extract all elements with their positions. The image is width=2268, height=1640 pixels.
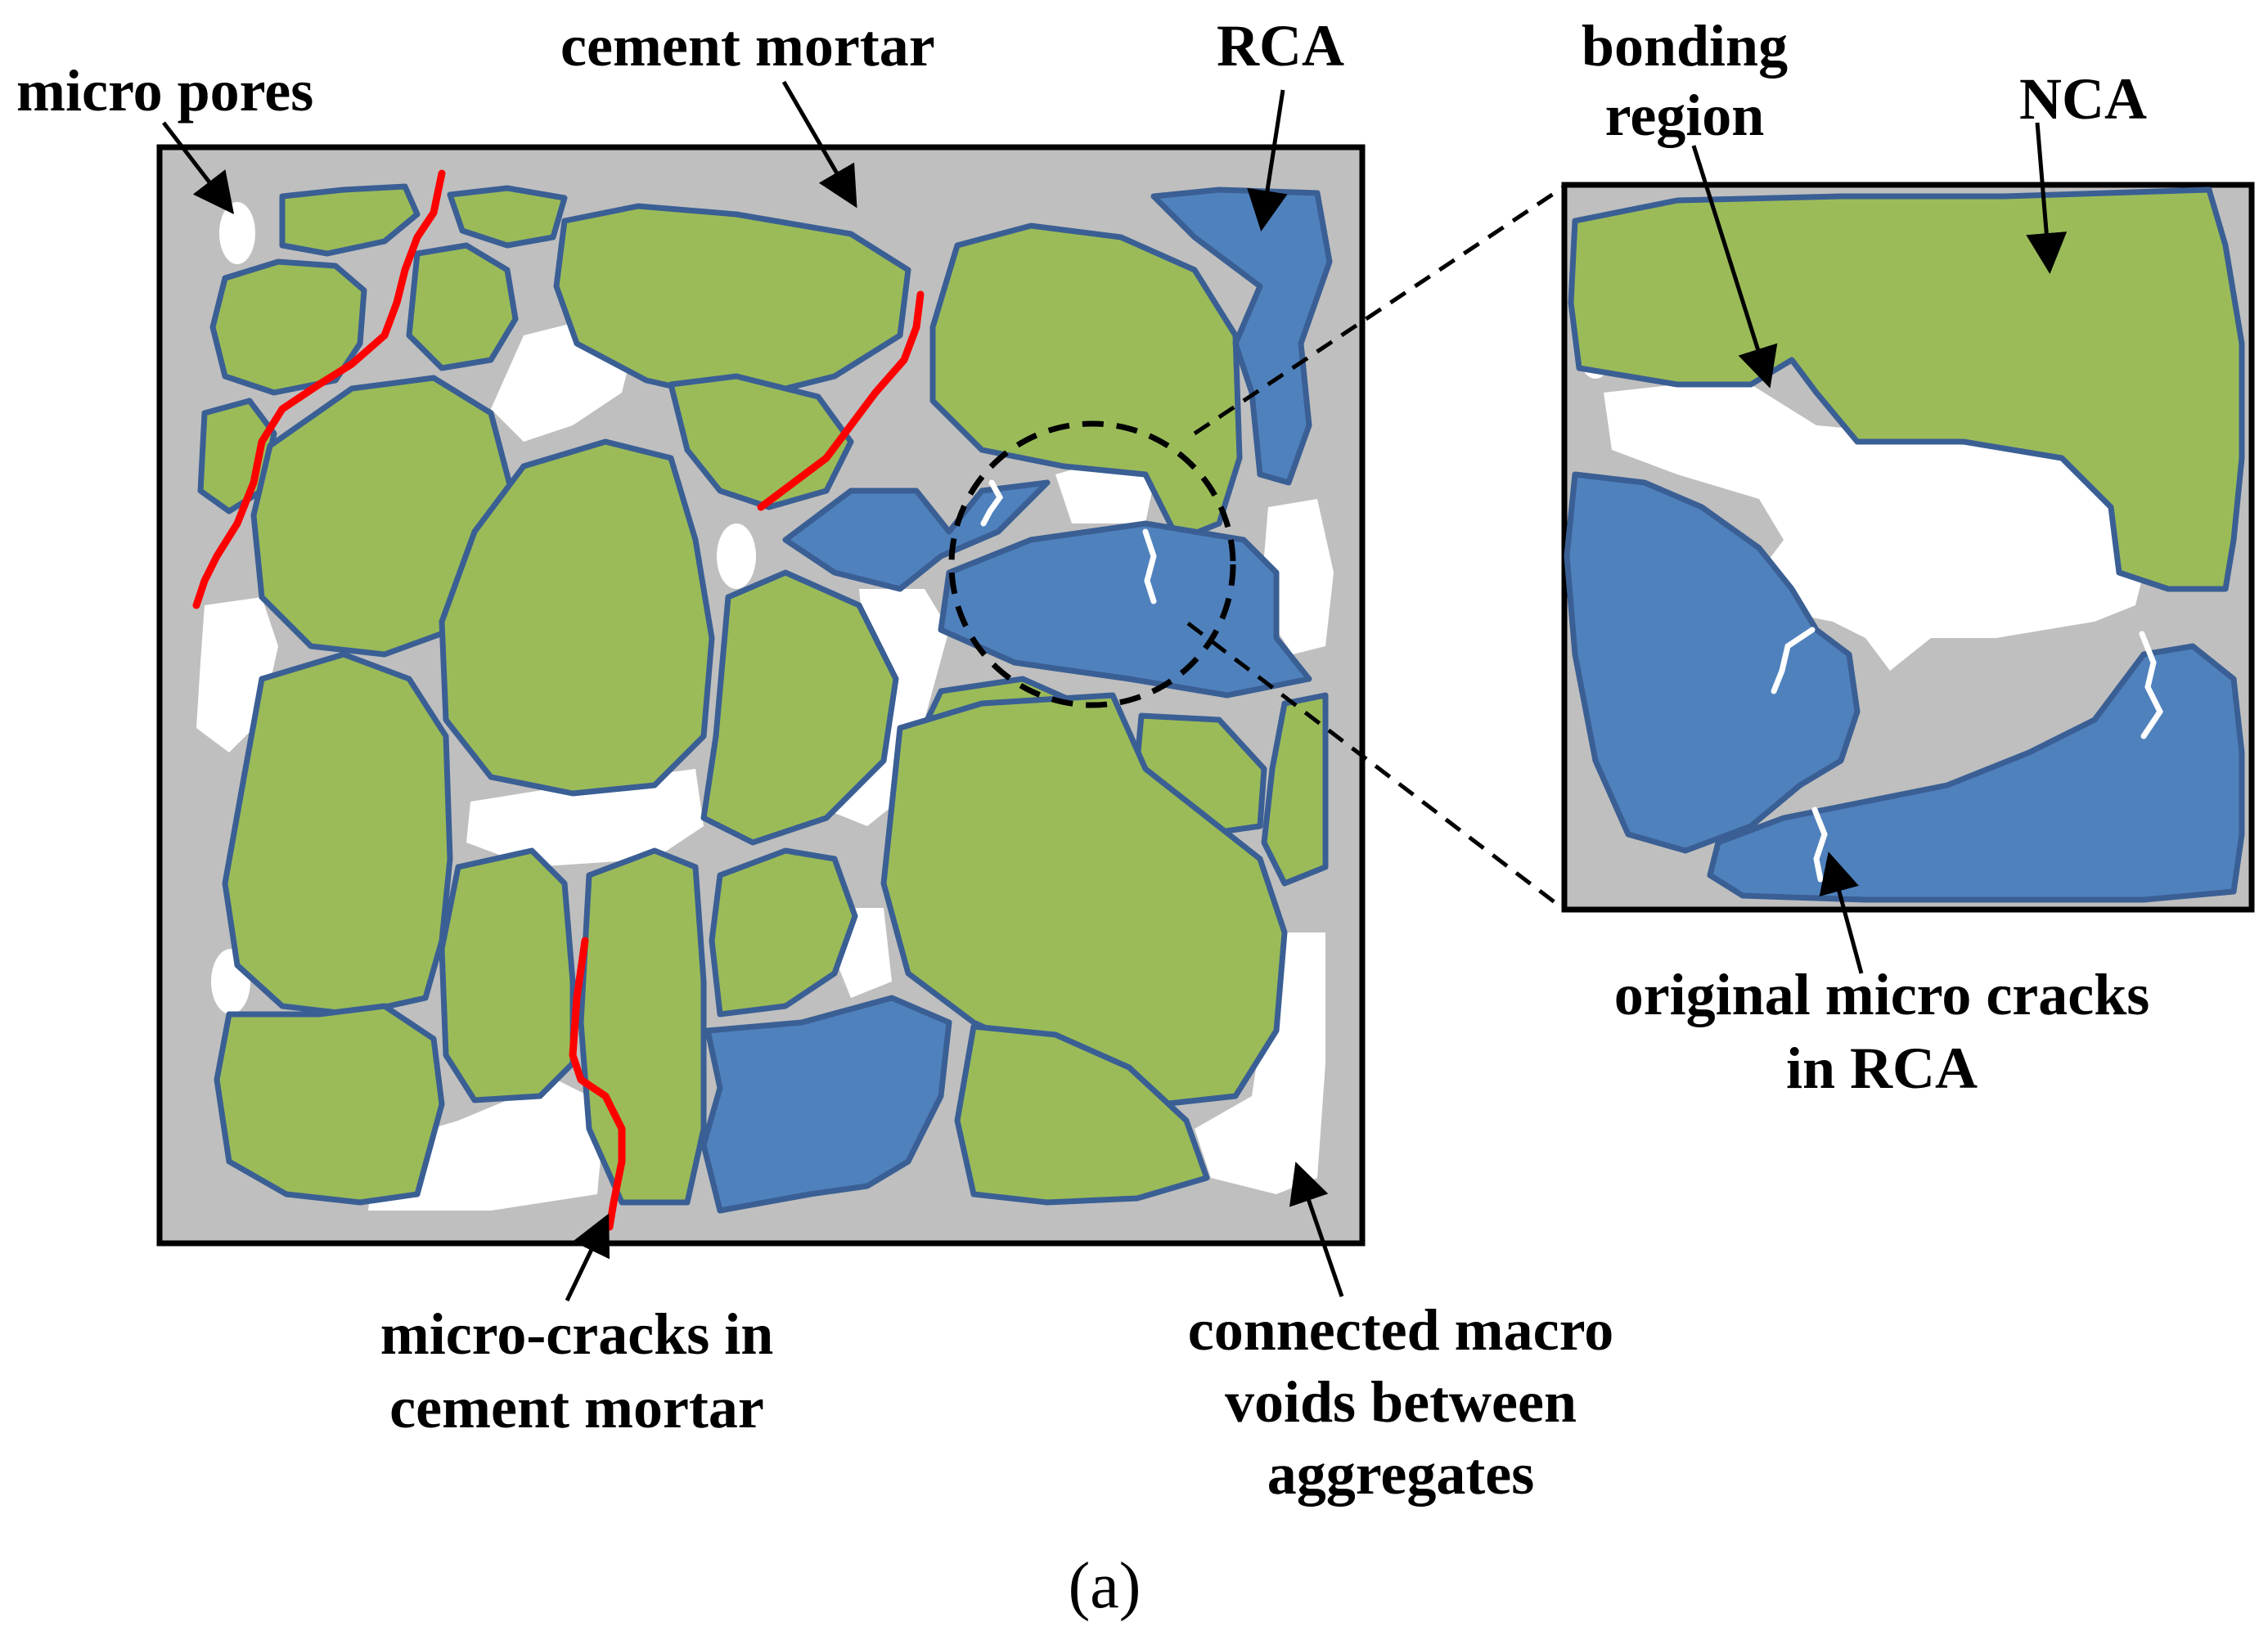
label-cement-mortar: cement mortar [560, 13, 935, 79]
nca-aggregates [197, 183, 1329, 1206]
label-rca: RCA [1217, 13, 1344, 79]
zoom-connector-bottom [1186, 622, 1566, 911]
inset-rca-crack [1811, 807, 1828, 883]
macro-void [466, 769, 704, 867]
rca-aggregate [1150, 186, 1333, 486]
label-mortar-cracks-line2: cement mortar [389, 1375, 764, 1440]
label-nca: NCA [2019, 66, 2147, 132]
mortar-crack [192, 169, 446, 609]
leader-arrows [162, 80, 2068, 1302]
zoom-region-circle [948, 420, 1236, 708]
nca-aggregate [406, 242, 519, 371]
nca-aggregate [880, 692, 1288, 1108]
macro-void [1195, 932, 1325, 1194]
inset-rca-crack [1771, 627, 1816, 694]
rca-aggregate [700, 995, 952, 1214]
rca-cracks [980, 479, 1157, 604]
label-bonding-region-line1: bonding [1582, 13, 1788, 79]
arrow-micro-pores [162, 121, 235, 214]
micro-pore [717, 523, 756, 589]
nca-aggregate [439, 438, 715, 797]
inset-rca-crack [2139, 631, 2164, 739]
rca-crack [1142, 528, 1157, 604]
zoom-inset [1561, 182, 2255, 913]
arrow-bonding-region [1691, 145, 1778, 389]
arrow-original-cracks [1819, 851, 1864, 974]
nca-aggregate [709, 847, 858, 1018]
inset-rca-aggregates [1564, 471, 2245, 903]
nca-aggregate [209, 258, 367, 396]
nca-aggregate [222, 651, 453, 1018]
arrow-mortar-cracks [565, 1213, 610, 1302]
arrow-macro-voids [1289, 1161, 1344, 1297]
nca-aggregate [279, 183, 421, 257]
inset-rca-cracks [1771, 627, 2164, 883]
arrow-cement-mortar [781, 80, 857, 209]
main-specimen [156, 144, 1366, 1247]
micro-pore [219, 202, 255, 264]
inset-rca-aggregate [1707, 643, 2245, 903]
nca-aggregate [1261, 692, 1329, 887]
label-macro-voids-line1: connected macro [1188, 1297, 1614, 1363]
mortar-crack [569, 937, 626, 1231]
figure-caption: (a) [1069, 1550, 1141, 1622]
mortar-cracks [192, 169, 925, 1231]
label-original-cracks-line2: in RCA [1786, 1036, 1978, 1101]
label-bonding-region-line2: region [1605, 83, 1765, 148]
mortar-crack [757, 290, 925, 511]
nca-aggregate [700, 569, 899, 846]
rca-crack [980, 479, 1004, 527]
nca-aggregate [578, 847, 707, 1206]
inset-macro-void [1604, 384, 2144, 671]
label-macro-voids-line2: voids between [1225, 1369, 1577, 1435]
arrow-rca [1247, 89, 1288, 231]
inset-rca-aggregate [1564, 471, 1861, 854]
arrow-nca [2026, 122, 2068, 274]
macro-void [368, 1080, 605, 1211]
label-mortar-cracks-line1: micro-cracks in [380, 1301, 774, 1367]
label-micro-pores: micro pores [16, 58, 313, 124]
label-original-cracks-line1: original micro cracks [1614, 962, 2150, 1027]
nca-aggregate [553, 203, 911, 404]
rca-aggregates [700, 186, 1333, 1214]
nca-aggregate [214, 1003, 445, 1206]
nca-aggregate [439, 847, 576, 1103]
rca-aggregate [782, 479, 1051, 592]
nca-aggregate [954, 1023, 1210, 1206]
nca-aggregate [447, 185, 568, 249]
zoom-connector-top [1193, 184, 1566, 436]
rca-aggregate [938, 520, 1312, 699]
label-macro-voids-line3: aggregates [1267, 1441, 1535, 1507]
